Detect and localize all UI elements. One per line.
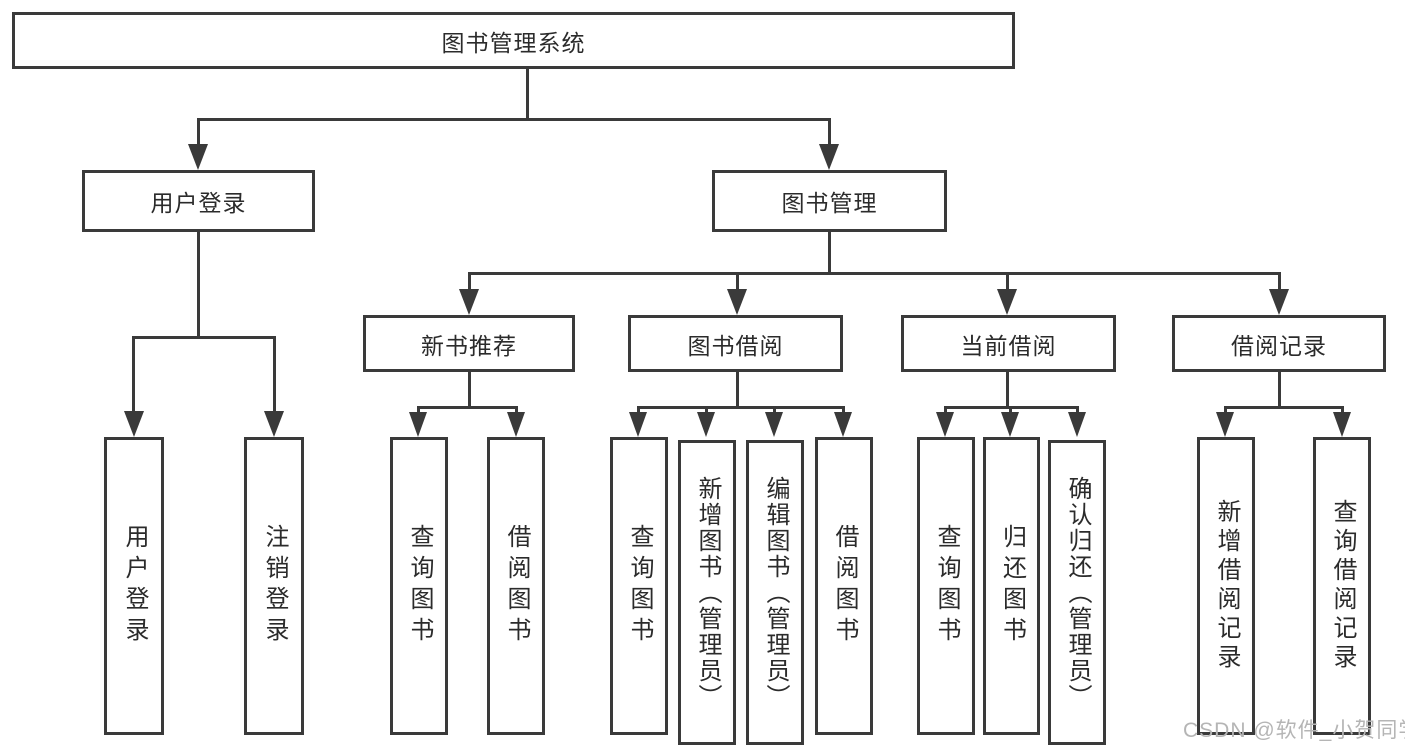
node-current-borrow: 当前借阅 (901, 315, 1116, 372)
node-root: 图书管理系统 (12, 12, 1015, 69)
arrowhead-bookborrow (727, 289, 747, 315)
arrowhead-leaf-login (124, 411, 144, 437)
connector-root-stem (526, 69, 529, 119)
connector-drop-br-query (1341, 406, 1344, 415)
node-user-login: 用户登录 (82, 170, 315, 232)
arrowhead-user-login (188, 144, 208, 170)
leaf-record-query: 查询借阅记录 (1313, 437, 1371, 735)
connector-drop-cb-confirm (1076, 406, 1079, 415)
leaf-logout: 注销登录 (244, 437, 304, 735)
connector-userlogin-stem (197, 232, 200, 338)
arrowhead-borrowrecord (1269, 289, 1289, 315)
leaf-current-query: 查询图书 (917, 437, 975, 735)
connector-newbookrec-stem (468, 372, 471, 409)
connector-currentborrow-stem (1006, 372, 1009, 409)
csdn-watermark: CSDN @软件_小贺同学 (1183, 719, 1405, 742)
connector-drop-newbookrec (468, 272, 471, 292)
arrowhead-cb-query (936, 412, 954, 437)
arrowhead-br-add (1216, 412, 1234, 437)
leaf-current-return: 归还图书 (983, 437, 1040, 735)
connector-drop-bb-edit (773, 406, 776, 415)
arrowhead-bb-add (697, 412, 715, 437)
arrowhead-bb-query (629, 412, 647, 437)
connector-drop-borrowrecord (1278, 272, 1281, 292)
connector-userlogin-branch (132, 336, 276, 339)
connector-borrowrecord-stem (1278, 372, 1281, 409)
leaf-newbook-borrow: 借阅图书 (487, 437, 545, 735)
connector-drop-bookborrow (736, 272, 739, 292)
connector-bookborrow-branch (637, 406, 845, 409)
leaf-borrow-add-admin: 新增图书（管理员） (678, 440, 736, 745)
node-book-borrow: 图书借阅 (628, 315, 843, 372)
node-borrow-record: 借阅记录 (1172, 315, 1386, 372)
arrowhead-bb-edit (765, 412, 783, 437)
connector-borrowrecord-branch (1224, 406, 1344, 409)
arrowhead-newbookrec (459, 289, 479, 315)
connector-drop-leaf-login (132, 336, 135, 413)
connector-drop-bb-query (637, 406, 640, 415)
leaf-current-confirm-admin: 确认归还（管理员） (1048, 440, 1106, 745)
leaf-record-add: 新增借阅记录 (1197, 437, 1255, 735)
connector-drop-leaf-logout (273, 336, 276, 413)
connector-bookmgmt-branch (468, 272, 1281, 275)
connector-drop-book-mgmt (828, 118, 831, 148)
arrowhead-cb-confirm (1068, 412, 1086, 437)
connector-bookmgmt-stem (828, 232, 831, 274)
connector-bookborrow-stem (736, 372, 739, 409)
leaf-borrow-query: 查询图书 (610, 437, 668, 735)
connector-drop-cb-return (1009, 406, 1012, 415)
arrowhead-book-mgmt (819, 144, 839, 170)
node-new-book-recommend: 新书推荐 (363, 315, 575, 372)
connector-drop-nb-query (417, 406, 420, 415)
arrowhead-nb-query (409, 412, 427, 437)
arrowhead-nb-borrow (507, 412, 525, 437)
connector-drop-user-login (197, 118, 200, 148)
connector-drop-bb-borrow (842, 406, 845, 415)
connector-drop-nb-borrow (515, 406, 518, 415)
arrowhead-br-query (1333, 412, 1351, 437)
arrowhead-cb-return (1001, 412, 1019, 437)
leaf-user-login: 用户登录 (104, 437, 164, 735)
arrowhead-bb-borrow (834, 412, 852, 437)
connector-newbookrec-branch (417, 406, 518, 409)
leaf-borrow-edit-admin: 编辑图书（管理员） (746, 440, 804, 745)
connector-root-branch (197, 118, 831, 121)
node-book-management: 图书管理 (712, 170, 947, 232)
connector-drop-cb-query (944, 406, 947, 415)
leaf-borrow-borrow: 借阅图书 (815, 437, 873, 735)
connector-drop-bb-add (705, 406, 708, 415)
connector-drop-currentborrow (1006, 272, 1009, 292)
arrowhead-currentborrow (997, 289, 1017, 315)
arrowhead-leaf-logout (264, 411, 284, 437)
leaf-newbook-query: 查询图书 (390, 437, 448, 735)
connector-drop-br-add (1224, 406, 1227, 415)
